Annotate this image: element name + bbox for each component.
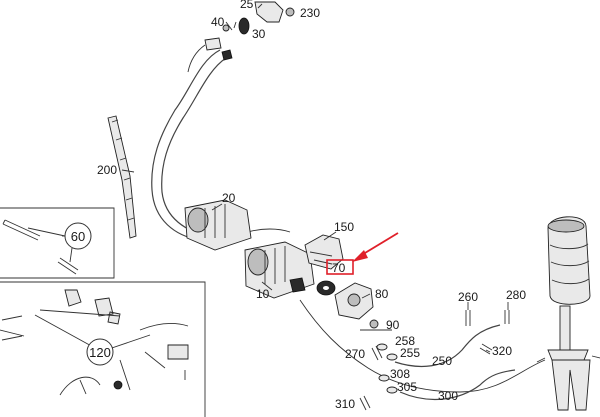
holder-part (167, 344, 189, 360)
callout-230: 230 (300, 6, 320, 20)
oring-308-part (378, 374, 390, 382)
callout-250: 250 (432, 354, 452, 368)
filter-30-part (238, 17, 250, 35)
clamp-part (59, 376, 101, 396)
callout-258: 258 (395, 334, 415, 348)
oring-258-part (376, 343, 388, 351)
highlight-box (326, 259, 354, 275)
callout-310: 310 (335, 397, 355, 411)
fitting-320-part (479, 343, 493, 355)
callout-25: 25 (240, 0, 254, 11)
nut-230-part (285, 7, 295, 17)
top-connector-parts (204, 1, 295, 61)
callout-200: 200 (97, 163, 117, 177)
callout-circle-120: 120 (86, 338, 114, 366)
compressor-10-part (244, 241, 315, 299)
callout-20: 20 (222, 191, 236, 205)
callout-120: 120 (89, 345, 111, 360)
callout-circle-60: 60 (64, 222, 92, 250)
fitting-280-part (504, 310, 510, 324)
callout-270: 270 (345, 347, 365, 361)
bolt-90-part (369, 319, 379, 329)
callout-90: 90 (386, 318, 400, 332)
callout-255: 255 (400, 346, 420, 360)
callout-30: 30 (252, 27, 266, 41)
callout-305: 305 (397, 380, 417, 394)
oring-305-part (386, 386, 398, 394)
line-250-part (394, 324, 501, 368)
callout-300: 300 (438, 389, 458, 403)
callout-308: 308 (390, 367, 410, 381)
inset-box-60 (0, 207, 115, 279)
lower-fittings (359, 310, 516, 411)
callout-60: 60 (71, 229, 85, 244)
callout-150: 150 (334, 220, 354, 234)
red-arrow-icon (352, 232, 399, 262)
bracket-part (0, 315, 25, 341)
callout-80: 80 (375, 287, 389, 301)
pin-part (2, 219, 41, 241)
air-strut-part (536, 216, 600, 411)
oring-255-part (386, 353, 398, 361)
washer-40-part (222, 24, 230, 32)
callout-labels: 25 40 30 230 200 20 150 70 10 80 90 258 … (97, 0, 526, 411)
clip-parts (64, 289, 121, 325)
wiring-harness (151, 44, 546, 393)
sensor-plug-part (204, 37, 222, 51)
elbow-fitting-part (254, 1, 284, 23)
cable-tie-part (139, 322, 189, 331)
bolt-part (57, 257, 79, 275)
inset-box-120 (0, 281, 206, 417)
callout-40: 40 (211, 15, 225, 29)
mount-parts (316, 280, 379, 329)
screw-310-part (359, 395, 371, 411)
leader-lines (62, 3, 509, 353)
fitting-260-part (465, 310, 471, 326)
callout-320: 320 (492, 344, 512, 358)
nut-part (113, 380, 123, 390)
callout-280: 280 (506, 288, 526, 302)
plug-part (221, 49, 233, 61)
compressor-20-part (184, 199, 252, 251)
callout-70: 70 (332, 261, 346, 275)
highlight-70 (326, 232, 399, 275)
callout-10: 10 (256, 287, 270, 301)
line-300-part (399, 369, 516, 401)
harness-200-part (107, 115, 137, 239)
callout-260: 260 (458, 290, 478, 304)
